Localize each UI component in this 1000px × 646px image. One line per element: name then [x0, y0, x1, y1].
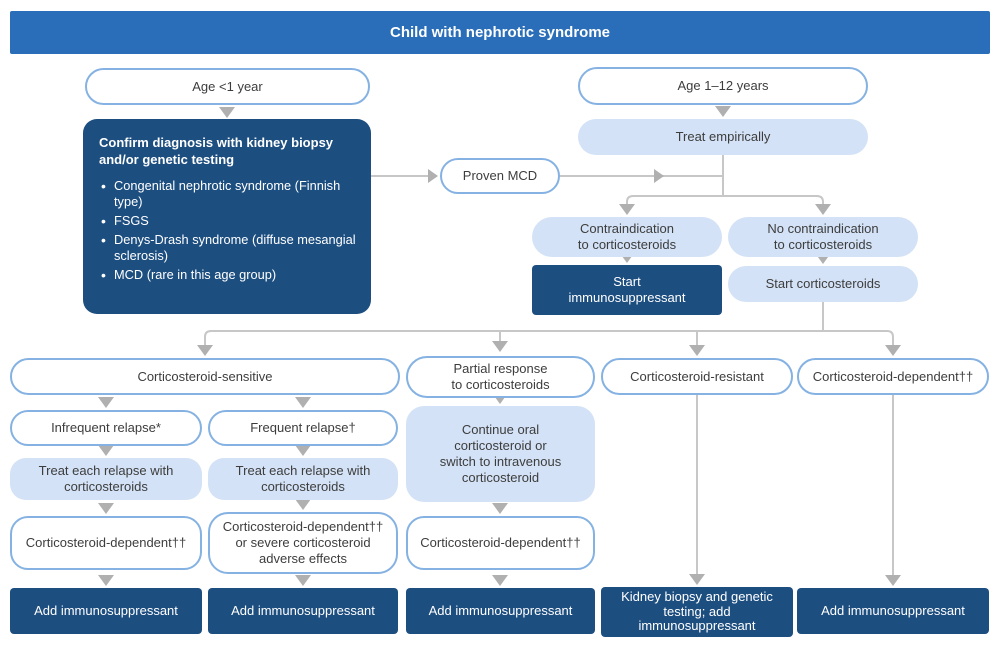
node-no-contraindication-to-corticosteroids: No contraindication to corticosteroids — [728, 217, 918, 257]
node-treat-each-relapse-left: Treat each relapse with corticosteroids — [10, 458, 202, 500]
title-banner: Child with nephrotic syndrome — [10, 11, 990, 54]
confirm-diagnosis-heading: Confirm diagnosis with kidney biopsy and… — [99, 135, 334, 167]
node-contraindication-to-corticosteroids: Contraindication to corticosteroids — [532, 217, 722, 257]
node-infrequent-relapse: Infrequent relapse* — [10, 410, 202, 446]
node-age-1-12-years: Age 1–12 years — [578, 67, 868, 105]
node-partial-response-to-corticosteroids: Partial response to corticosteroids — [406, 356, 595, 398]
node-continue-oral-or-intravenous: Continue oral corticosteroid or switch t… — [406, 406, 595, 502]
node-confirm-diagnosis: Confirm diagnosis with kidney biopsy and… — [83, 119, 371, 314]
node-corticosteroid-dependent-middle: Corticosteroid-dependent†† — [406, 516, 595, 570]
page-title: Child with nephrotic syndrome — [389, 24, 610, 41]
node-start-immunosuppressant: Start immunosuppressant — [532, 265, 722, 315]
node-dependent-or-severe-adverse-effects: Corticosteroid-dependent†† or severe cor… — [208, 512, 398, 574]
confirm-diagnosis-bullet-list: Congenital nephrotic syndrome (Finnish t… — [99, 177, 357, 284]
node-treat-empirically: Treat empirically — [578, 119, 868, 155]
node-corticosteroid-dependent-right: Corticosteroid-dependent†† — [797, 358, 989, 395]
node-treat-each-relapse-right: Treat each relapse with corticosteroids — [208, 458, 398, 500]
node-add-immunosuppressant-1: Add immunosuppressant — [10, 588, 202, 634]
node-corticosteroid-resistant: Corticosteroid-resistant — [601, 358, 793, 395]
node-corticosteroid-sensitive: Corticosteroid-sensitive — [10, 358, 400, 395]
node-age-under-1-year: Age <1 year — [85, 68, 370, 105]
node-add-immunosuppressant-4: Add immunosuppressant — [797, 588, 989, 634]
node-corticosteroid-dependent-left: Corticosteroid-dependent†† — [10, 516, 202, 570]
node-frequent-relapse: Frequent relapse† — [208, 410, 398, 446]
node-add-immunosuppressant-3: Add immunosuppressant — [406, 588, 595, 634]
node-proven-mcd: Proven MCD — [440, 158, 560, 194]
node-add-immunosuppressant-2: Add immunosuppressant — [208, 588, 398, 634]
node-start-corticosteroids: Start corticosteroids — [728, 266, 918, 302]
node-kidney-biopsy-genetic-testing: Kidney biopsy and genetic testing; add i… — [601, 587, 793, 637]
